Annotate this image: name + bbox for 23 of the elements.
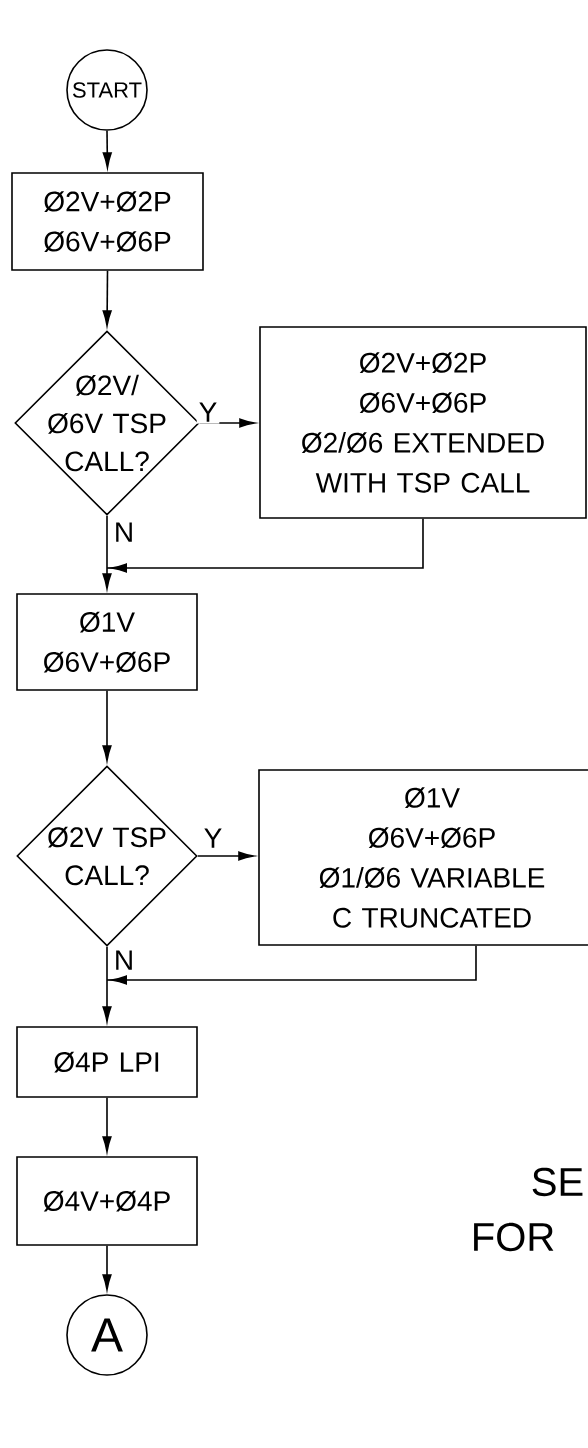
note-text: SE bbox=[532, 1167, 583, 1197]
process-box: Ø1V Ø6V+Ø6P bbox=[16, 593, 198, 691]
edge-label: N bbox=[111, 948, 137, 972]
process-box: Ø2V+Ø2P Ø6V+Ø6P Ø2/Ø6 EXTENDED WITH TSP CALL bbox=[259, 326, 587, 519]
process-box: Ø1V Ø6V+Ø6P Ø1/Ø6 VARIABLE C TRUNCATED bbox=[258, 769, 588, 946]
arrow bbox=[102, 567, 112, 590]
arrow bbox=[102, 1097, 112, 1153]
process-box: Ø2V+Ø2P Ø6V+Ø6P bbox=[11, 172, 204, 271]
arrow bbox=[102, 690, 112, 762]
edge-label: Y bbox=[201, 826, 225, 850]
process-box: Ø4P LPI bbox=[16, 1026, 198, 1098]
arrow bbox=[102, 270, 112, 327]
line bbox=[106, 946, 108, 981]
note-text: FOR bbox=[474, 1222, 554, 1252]
arrow bbox=[197, 851, 255, 861]
arrow bbox=[106, 945, 477, 985]
edge-label: N bbox=[111, 520, 137, 544]
edge-label: Y bbox=[196, 400, 220, 424]
arrow bbox=[106, 518, 424, 573]
line bbox=[106, 515, 108, 569]
process-box: Ø4V+Ø4P bbox=[16, 1156, 198, 1246]
arrow bbox=[102, 1245, 112, 1291]
arrow bbox=[102, 979, 112, 1023]
